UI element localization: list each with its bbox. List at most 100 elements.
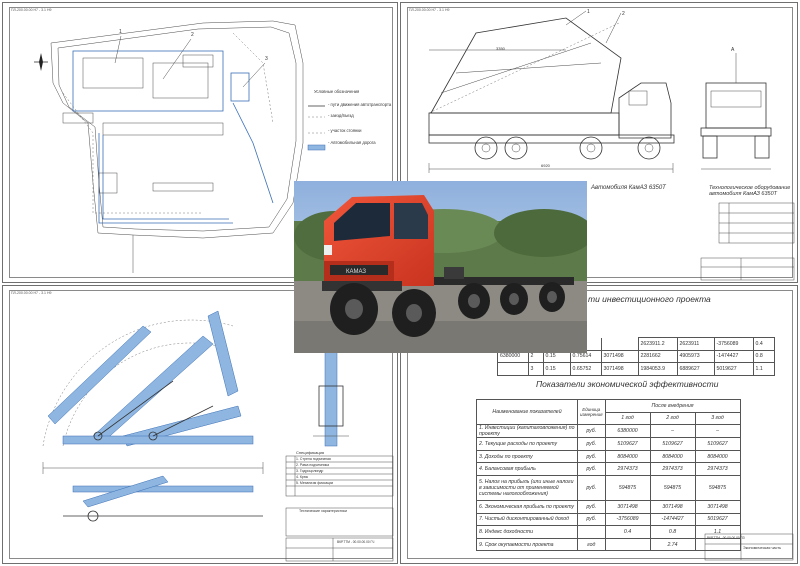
legend: Условные обозначения - пути движения авт… bbox=[308, 89, 396, 145]
spec-item: 5. Механизм фиксации bbox=[296, 481, 334, 485]
table-cell: 6889627 bbox=[676, 362, 715, 376]
stamp-doc-code: ВКР.ТТМ - 00.00.00.00 ГЧ bbox=[337, 540, 375, 544]
header-year: 3 год bbox=[694, 411, 741, 426]
spec-item: 4. Крюк bbox=[296, 475, 309, 479]
sheet-hook-lift: ПЛ-200.00.00 Н7 - 3.1 Н9 bbox=[2, 285, 398, 564]
hook-lift-drawing bbox=[42, 310, 394, 562]
legend-item: - пути движения автотранспорта bbox=[328, 102, 392, 107]
row-value: 594875 bbox=[694, 474, 741, 501]
svg-text:2: 2 bbox=[622, 11, 625, 17]
truck-photo: КАМАЗ bbox=[294, 181, 587, 353]
legend-item: - Автомобильная дорога bbox=[328, 140, 376, 145]
row-value: 1.1 bbox=[694, 525, 741, 539]
site-plan-drawing: 1 2 3 bbox=[34, 20, 393, 278]
table-cell: 2623911.2 bbox=[637, 337, 678, 351]
header-year: 1 год bbox=[604, 411, 651, 426]
table-cell: 4905973 bbox=[676, 349, 715, 364]
sheet-frame bbox=[9, 290, 393, 559]
row-unit: год bbox=[577, 537, 606, 552]
dimension-width: 6920 bbox=[541, 163, 550, 168]
table-cell: 2281662 bbox=[637, 349, 678, 364]
table-cell: 0.15 bbox=[542, 362, 571, 376]
row-value: -1474427 bbox=[649, 512, 696, 527]
spec-table: Спецификация 1. Стрела подъемная 2. Рама… bbox=[296, 450, 333, 486]
row-unit: руб. bbox=[577, 437, 606, 451]
table-cell: -1474427 bbox=[713, 349, 754, 364]
row-value bbox=[694, 537, 741, 552]
row-value: 2974373 bbox=[694, 462, 741, 476]
row-name: 3. Доходы по проекту bbox=[476, 449, 578, 464]
spec-item: 1. Стрела подъемная bbox=[296, 457, 331, 461]
row-name: 2. Текущие расходы по проекту bbox=[476, 437, 578, 451]
header-after: После внедрения bbox=[604, 399, 741, 413]
economics-title: Показатели экономической эффективности bbox=[536, 379, 719, 389]
row-unit bbox=[577, 525, 606, 539]
legend-item: - заезд/въезд bbox=[328, 113, 354, 118]
row-value: 8084000 bbox=[604, 449, 651, 464]
table-cell bbox=[497, 362, 529, 376]
row-value: 0.4 bbox=[604, 525, 651, 539]
row-name: 1. Инвестиции (капиталовложения) по прое… bbox=[476, 424, 578, 439]
svg-text:А: А bbox=[731, 47, 735, 53]
svg-text:3: 3 bbox=[265, 56, 268, 62]
truck-photo-image: КАМАЗ bbox=[294, 181, 587, 353]
row-value: 5019627 bbox=[694, 512, 741, 527]
truck-title-right: Технологическое оборудование автомобиля … bbox=[709, 185, 791, 198]
table-cell: 2623911 bbox=[676, 337, 715, 351]
table-cell: 3 bbox=[527, 362, 544, 376]
spec-title: Спецификация bbox=[296, 450, 325, 455]
cab-badge: КАМАЗ bbox=[346, 269, 366, 275]
table-cell: 1984053.9 bbox=[637, 362, 678, 376]
row-value: 5109627 bbox=[694, 437, 741, 451]
row-unit: руб. bbox=[577, 424, 606, 439]
table-cell: 3071498 bbox=[600, 362, 639, 376]
row-value: 594875 bbox=[604, 474, 651, 501]
table-cell: 0.8 bbox=[752, 349, 775, 364]
table-header-row: Наименование показателей Единица измерен… bbox=[476, 398, 741, 426]
svg-text:2: 2 bbox=[191, 32, 194, 38]
row-name: 4. Балансовая прибыль bbox=[476, 462, 578, 476]
row-value: 2.74 bbox=[649, 537, 696, 552]
header-name: Наименование показателей bbox=[476, 398, 578, 426]
compass-icon bbox=[34, 53, 48, 71]
row-value: 8084000 bbox=[649, 449, 696, 464]
row-value: – bbox=[649, 424, 696, 439]
sheet-frame bbox=[9, 7, 393, 278]
truck-title-left: Автомобиля КамАЗ 6350Т bbox=[591, 185, 666, 191]
table-cell: -3756089 bbox=[713, 337, 754, 351]
table-row: 3 0.15 0.65752 3071498 1984053.9 6889627… bbox=[497, 362, 775, 376]
row-name: 8. Индекс доходности bbox=[476, 525, 578, 539]
row-unit: руб. bbox=[577, 512, 606, 527]
sheet-truck-drawing: ПЛ-200.00.00 Н7 - 3.1 Н9 А 1 2 bbox=[400, 2, 798, 283]
table-cell: 5019627 bbox=[713, 362, 754, 376]
row-name: 7. Чистый дисконтированный доход bbox=[476, 512, 578, 527]
row-unit: руб. bbox=[577, 474, 606, 501]
row-value: 8084000 bbox=[694, 449, 741, 464]
row-value: 2974373 bbox=[649, 462, 696, 476]
row-unit: руб. bbox=[577, 499, 606, 514]
svg-text:1: 1 bbox=[587, 9, 590, 15]
row-unit: руб. bbox=[577, 449, 606, 464]
row-name: 5. Налог на прибыль (или иные налоги в з… bbox=[476, 474, 578, 501]
row-value: -3756089 bbox=[604, 512, 651, 527]
table-cell: 3071498 bbox=[600, 349, 639, 364]
legend-item: - участок стоянки bbox=[328, 128, 362, 133]
truck-side-view: А 1 2 bbox=[428, 9, 795, 281]
sheet-frame bbox=[407, 7, 793, 278]
row-value: 3071498 bbox=[649, 499, 696, 514]
sheet-code-label: ПЛ-200.00.00 Н7 - 3.1 Н9 bbox=[11, 8, 52, 12]
sheet-frame bbox=[407, 290, 793, 559]
header-year: 2 год bbox=[649, 411, 696, 426]
legend-title: Условные обозначения bbox=[314, 89, 360, 94]
sheet-site-plan: ПЛ-200.00.00 Н7 - 3.1 Н9 1 2 3 bbox=[2, 2, 398, 283]
row-value: 0.8 bbox=[649, 525, 696, 539]
svg-text:1: 1 bbox=[119, 29, 122, 35]
table-cell: 0.65752 bbox=[569, 362, 602, 376]
dimension-height: 3350 bbox=[496, 46, 505, 51]
